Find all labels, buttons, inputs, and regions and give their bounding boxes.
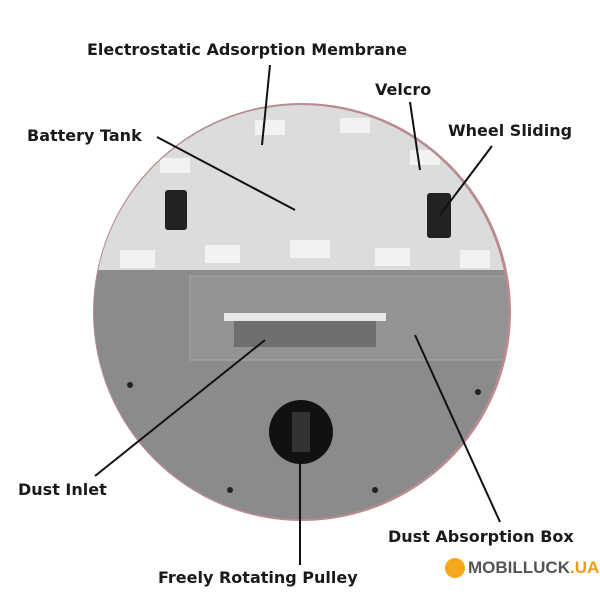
dust-inlet bbox=[234, 321, 376, 347]
side-wheel-right bbox=[427, 193, 451, 238]
callout-lines bbox=[94, 64, 501, 565]
sun-icon bbox=[445, 558, 465, 578]
label-velcro: Velcro bbox=[375, 80, 432, 99]
label-dust-inlet: Dust Inlet bbox=[18, 480, 107, 499]
label-wheel-sliding: Wheel Sliding bbox=[448, 121, 573, 140]
velcro-patches bbox=[120, 118, 490, 268]
dust-inlet-handle bbox=[224, 313, 386, 321]
side-wheel-left bbox=[165, 190, 187, 230]
label-dust-absorption-box: Dust Absorption Box bbox=[388, 527, 574, 546]
label-battery-tank: Battery Tank bbox=[27, 126, 142, 145]
watermark-logo: MOBILLUCK .UA bbox=[445, 558, 599, 578]
label-membrane: Electrostatic Adsorption Membrane bbox=[87, 40, 408, 59]
label-pulley: Freely Rotating Pulley bbox=[158, 568, 358, 587]
screw-holes bbox=[127, 382, 481, 493]
